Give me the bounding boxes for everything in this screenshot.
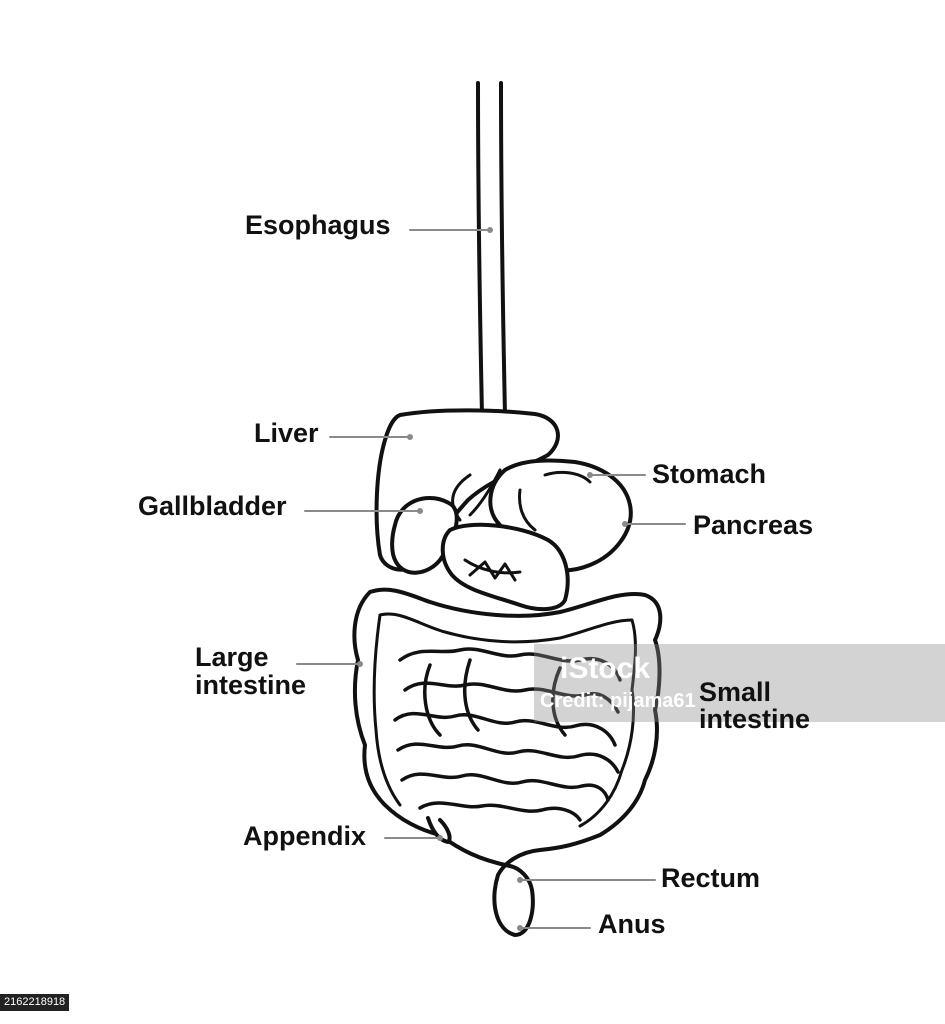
label-pancreas: Pancreas: [693, 510, 814, 540]
label-esophagus: Esophagus: [245, 210, 391, 240]
watermark-credit: Credit: pijama61: [540, 690, 696, 712]
duodenum-detail: [463, 558, 522, 582]
large-intestine-shape: [352, 587, 663, 937]
leader-lines: [296, 229, 686, 929]
label-rectum: Rectum: [661, 863, 761, 893]
label-small-intestine-line1: Small: [699, 677, 772, 707]
small-intestine-shape: [393, 647, 622, 822]
label-appendix: Appendix: [243, 821, 367, 851]
stomach-detail: [518, 470, 592, 532]
label-small-intestine-line2: intestine: [699, 704, 811, 734]
label-large-intestine-line1: Large: [195, 642, 269, 672]
label-liver: Liver: [254, 418, 319, 448]
large-intestine-inner: [372, 612, 637, 828]
watermark-brand: iStock: [560, 652, 651, 685]
label-anus: Anus: [598, 909, 666, 939]
label-large-intestine-line2: intestine: [195, 670, 307, 700]
label-gallbladder: Gallbladder: [138, 491, 287, 521]
esophagus-shape: [476, 81, 507, 417]
appendix-shape: [426, 816, 452, 844]
label-stomach: Stomach: [652, 459, 767, 489]
stock-id-tag: 2162218918: [0, 994, 70, 1011]
leader-dots: [357, 227, 628, 931]
watermark-band: [534, 644, 945, 722]
